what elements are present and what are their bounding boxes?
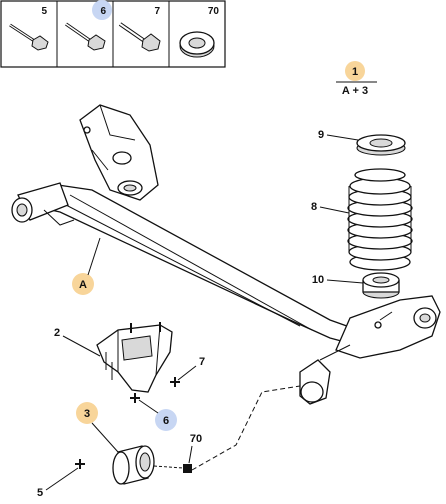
bushing-3 bbox=[112, 445, 192, 485]
header-cell-70: 70 bbox=[208, 6, 220, 17]
axle-beam bbox=[11, 104, 441, 405]
header-6-highlight bbox=[92, 0, 112, 20]
callouts: A 9 8 10 2 7 6 3 5 70 bbox=[37, 129, 364, 499]
bolt-6-icon bbox=[65, 22, 106, 51]
callout-6-highlight bbox=[155, 409, 177, 431]
callout-1-highlight bbox=[345, 61, 365, 81]
callout-a-highlight bbox=[72, 273, 94, 295]
lower-seat-10 bbox=[362, 272, 400, 299]
formula-group: 1 A + 3 bbox=[336, 61, 377, 97]
mounting-bracket-2 bbox=[96, 322, 173, 393]
callout-a: A bbox=[79, 279, 87, 291]
assembly-leader bbox=[191, 385, 301, 471]
upper-seat-9 bbox=[356, 134, 406, 156]
coil-spring-8 bbox=[347, 168, 413, 271]
bolt-7-icon bbox=[118, 22, 161, 52]
callout-5: 5 bbox=[37, 487, 43, 499]
header-cell-6: 6 bbox=[100, 6, 106, 17]
nut-70-marker bbox=[183, 464, 192, 473]
callout-8: 8 bbox=[311, 201, 317, 213]
bolt-5-icon bbox=[9, 23, 49, 51]
nut-70-icon bbox=[179, 31, 215, 58]
callout-7: 7 bbox=[199, 356, 205, 368]
formula-bottom: A + 3 bbox=[342, 85, 368, 97]
callout-3: 3 bbox=[84, 408, 90, 420]
parts-table: 5 6 7 70 bbox=[0, 0, 226, 68]
callout-10: 10 bbox=[312, 274, 324, 286]
callout-6: 6 bbox=[163, 415, 169, 427]
plus-markers bbox=[75, 377, 180, 469]
callout-70: 70 bbox=[190, 433, 202, 445]
formula-top: 1 bbox=[352, 66, 358, 78]
header-cell-7: 7 bbox=[154, 6, 160, 17]
callout-9: 9 bbox=[318, 129, 324, 141]
header-cell-5: 5 bbox=[41, 6, 47, 17]
callout-3-highlight bbox=[76, 402, 98, 424]
callout-2: 2 bbox=[54, 327, 60, 339]
